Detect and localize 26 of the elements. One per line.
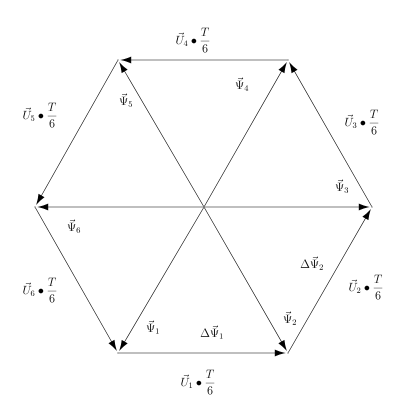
arrow (36, 60, 118, 204)
arrow (288, 210, 370, 353)
edge-label: $\vec{U}_6\bullet\frac{T}{6}$ (22, 276, 58, 304)
arrow (204, 207, 286, 350)
edge-label: $\vec{U}_1\bullet\frac{T}{6}$ (180, 368, 216, 396)
edge-label: $\vec{U}_5\bullet\frac{T}{6}$ (22, 102, 58, 128)
arrow (35, 207, 116, 350)
edge-label: $\vec{U}_4\bullet\frac{T}{6}$ (174, 26, 212, 54)
edge-label: $\vec{\Psi}_1$ (145, 319, 161, 335)
edge-label: $\vec{U}_3\bullet\frac{T}{6}$ (344, 108, 380, 136)
arrow (120, 207, 204, 350)
edge-label: $\vec{\Psi}_5$ (118, 92, 134, 108)
edge-label: $\vec{\Psi}_6$ (66, 218, 82, 234)
arrow (38, 204, 204, 210)
vector-label: $\Delta\vec{\Psi}_1$ (199, 324, 225, 340)
edge-label: $\vec{\Psi}_2$ (282, 310, 298, 326)
arrow (118, 350, 285, 356)
arrow (121, 56, 288, 64)
edge-label: $\vec{\Psi}_4$ (234, 76, 250, 92)
edge-label: $\vec{U}_2\bullet\frac{T}{6}$ (348, 274, 384, 300)
vector-label: $\Delta\vec{\Psi}_2$ (299, 255, 325, 271)
edge-label: $\vec{\Psi}_3$ (334, 178, 350, 194)
arrow (204, 62, 286, 207)
arrow (204, 204, 369, 210)
arrow (290, 62, 372, 207)
arrow (120, 62, 204, 207)
